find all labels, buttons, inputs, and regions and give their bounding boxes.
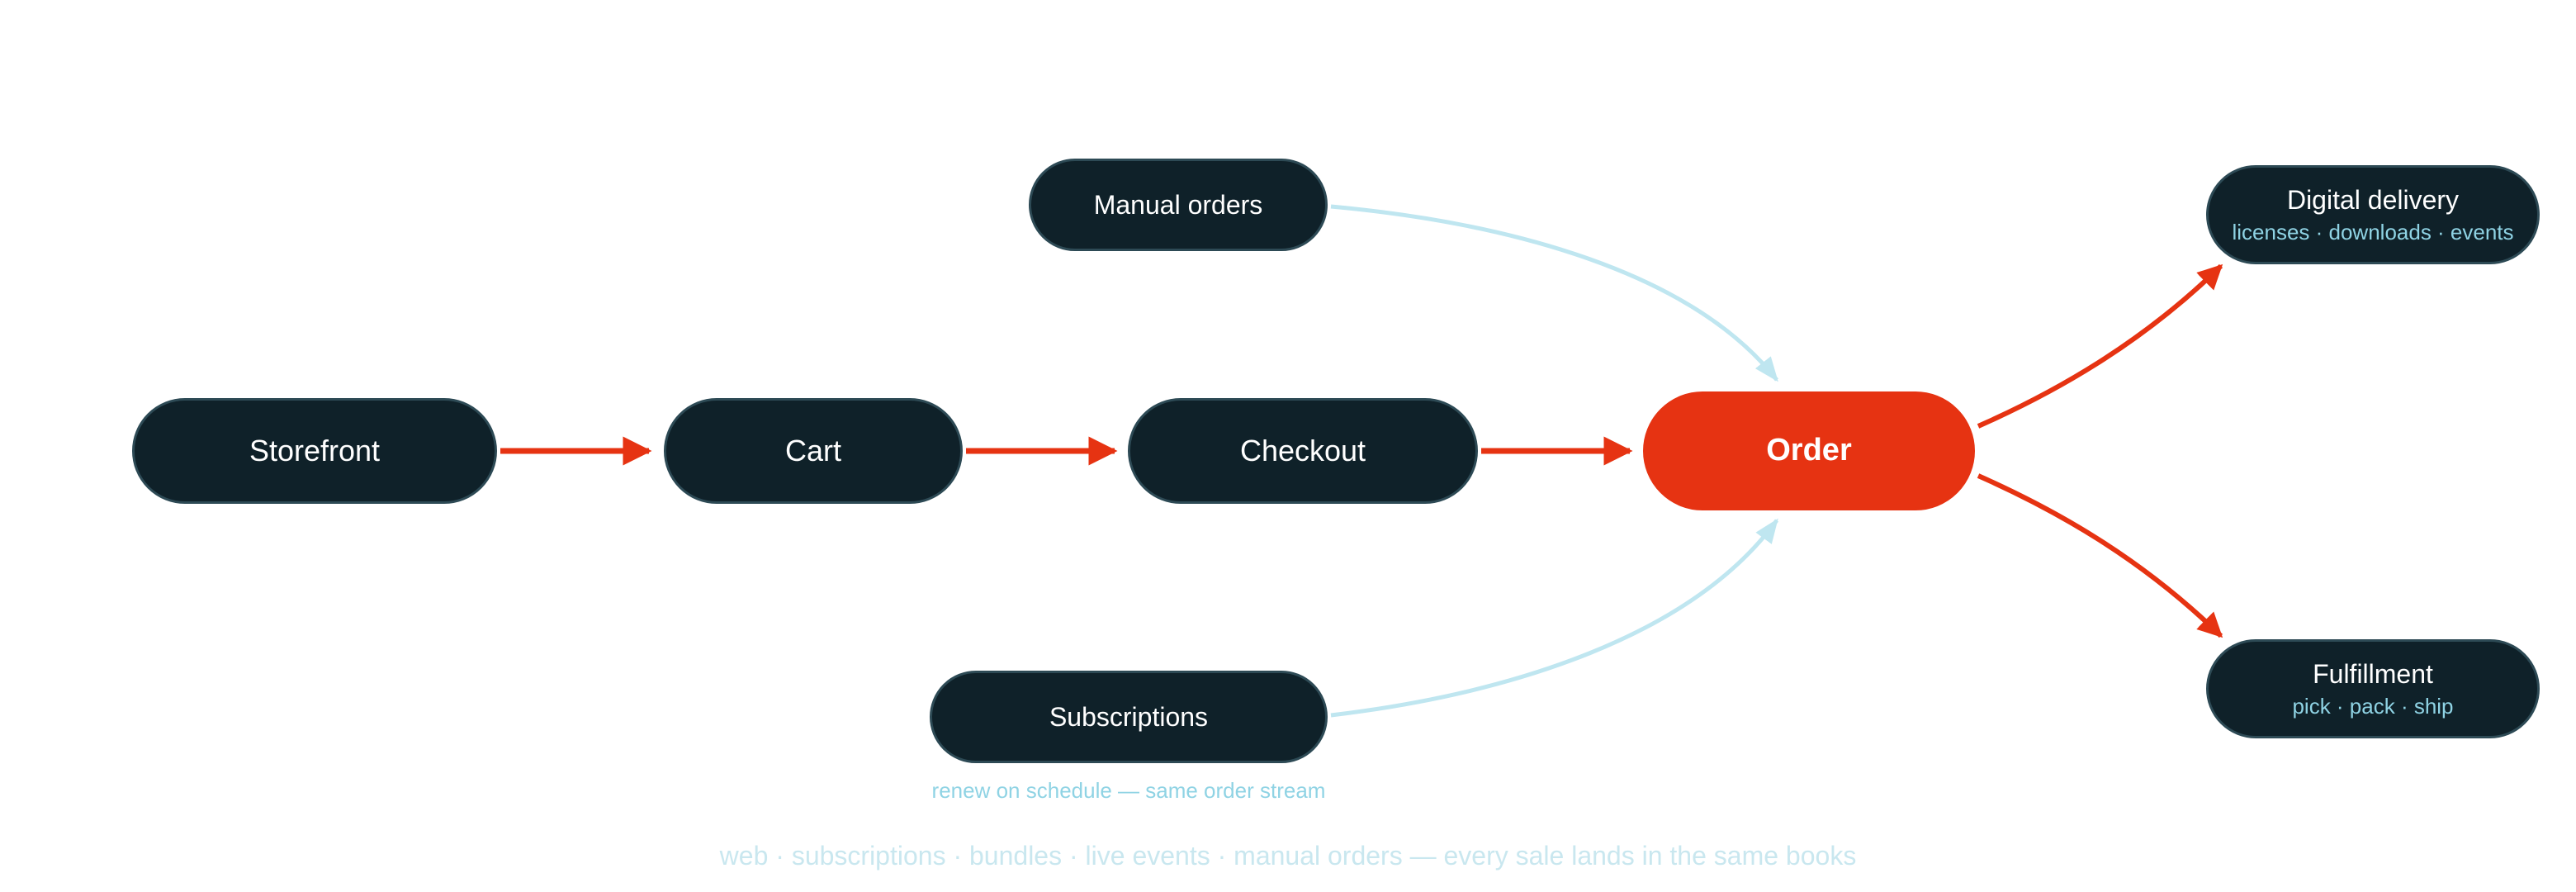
node-order: Order xyxy=(1643,391,1975,510)
node-fulfillment-label: Fulfillment xyxy=(2313,659,2433,690)
node-digital-delivery-label: Digital delivery xyxy=(2286,185,2460,216)
arrow-subscriptions-to-order xyxy=(1330,518,1779,718)
arrow-order-to-digital-delivery xyxy=(1977,263,2223,429)
node-storefront: Storefront xyxy=(132,398,497,504)
node-manual-orders-label: Manual orders xyxy=(1093,189,1263,220)
node-fulfillment: Fulfillment pick · pack · ship xyxy=(2206,639,2540,738)
node-digital-delivery: Digital delivery licenses · downloads · … xyxy=(2206,165,2540,264)
arrow-order-to-fulfillment xyxy=(1977,473,2223,638)
node-cart: Cart xyxy=(664,398,963,504)
node-checkout-label: Checkout xyxy=(1239,434,1366,468)
arrow-manual-orders-to-order xyxy=(1330,204,1778,382)
node-cart-label: Cart xyxy=(784,434,841,468)
node-subscriptions: Subscriptions xyxy=(930,671,1328,763)
node-digital-delivery-sub: licenses · downloads · events xyxy=(2232,220,2514,245)
subscriptions-note: renew on schedule — same order stream xyxy=(931,778,1326,803)
node-checkout: Checkout xyxy=(1128,398,1478,504)
node-fulfillment-sub: pick · pack · ship xyxy=(2292,694,2454,719)
node-order-label: Order xyxy=(1766,433,1852,468)
footer-caption: web · subscriptions · bundles · live eve… xyxy=(719,841,1857,871)
node-manual-orders: Manual orders xyxy=(1029,159,1328,251)
node-subscriptions-label: Subscriptions xyxy=(1049,701,1209,732)
node-storefront-label: Storefront xyxy=(249,434,381,468)
